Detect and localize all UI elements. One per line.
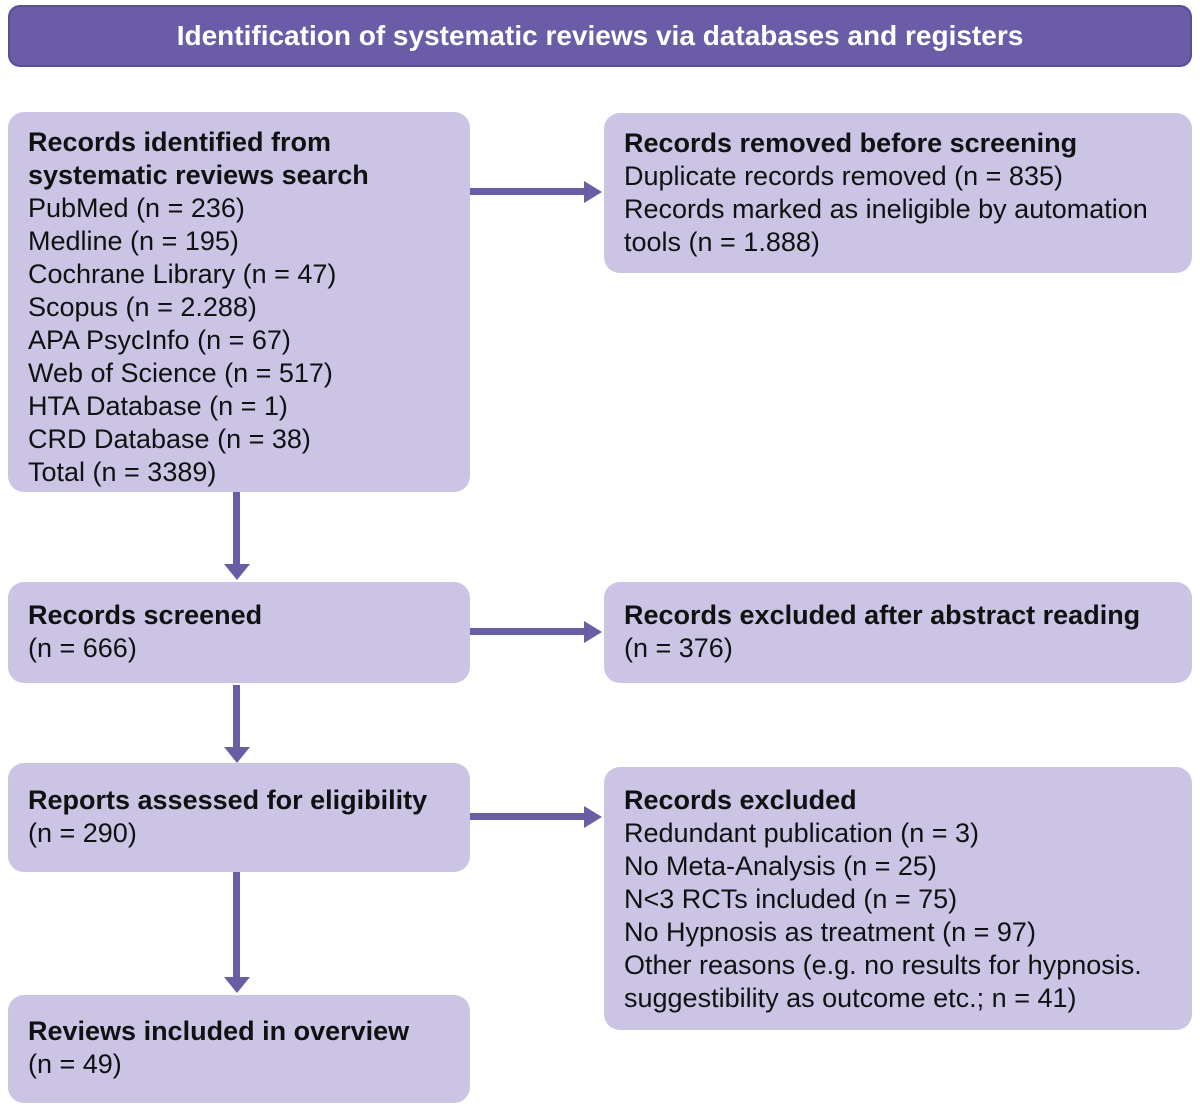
box-heading: Records excluded bbox=[624, 785, 857, 815]
box-line: Total (n = 3389) bbox=[28, 457, 217, 487]
box-reviews-included: Reviews included in overview (n = 49) bbox=[8, 995, 470, 1103]
box-records-excluded-reports: Records excluded Redundant publication (… bbox=[604, 767, 1192, 1030]
arrow-screened-to-assessed-line bbox=[233, 685, 240, 747]
arrow-right-icon bbox=[584, 621, 602, 643]
box-lines: PubMed (n = 236)Medline (n = 195)Cochran… bbox=[28, 192, 450, 489]
box-line: No Hypnosis as treatment (n = 97) bbox=[624, 917, 1036, 947]
box-heading: Records removed before screening bbox=[624, 128, 1078, 158]
box-line: No Meta-Analysis (n = 25) bbox=[624, 851, 937, 881]
arrow-down-icon bbox=[224, 977, 250, 993]
box-line: (n = 376) bbox=[624, 633, 733, 663]
box-heading: Records excluded after abstract reading bbox=[624, 600, 1141, 630]
box-lines: (n = 290) bbox=[28, 817, 450, 850]
box-lines: (n = 49) bbox=[28, 1048, 450, 1081]
box-line: Duplicate records removed (n = 835) bbox=[624, 161, 1063, 191]
box-line: Records marked as ineligible by automati… bbox=[624, 194, 1148, 257]
box-line: (n = 666) bbox=[28, 633, 137, 663]
box-line: APA PsycInfo (n = 67) bbox=[28, 325, 291, 355]
box-line: (n = 290) bbox=[28, 818, 137, 848]
arrow-screened-to-excluded-line bbox=[470, 628, 584, 635]
arrow-assessed-to-excluded-line bbox=[470, 813, 584, 820]
box-line: Medline (n = 195) bbox=[28, 226, 239, 256]
box-lines: (n = 376) bbox=[624, 632, 1172, 665]
box-line: CRD Database (n = 38) bbox=[28, 424, 311, 454]
arrow-right-icon bbox=[584, 806, 602, 828]
banner-title: Identification of systematic reviews via… bbox=[8, 5, 1192, 67]
arrow-down-icon bbox=[224, 564, 250, 580]
box-line: Redundant publication (n = 3) bbox=[624, 818, 979, 848]
box-line: Other reasons (e.g. no results for hypno… bbox=[624, 950, 1142, 1013]
box-lines: Redundant publication (n = 3)No Meta-Ana… bbox=[624, 817, 1172, 1015]
arrow-down-icon bbox=[224, 747, 250, 763]
arrow-identified-to-screened-line bbox=[233, 492, 240, 564]
box-line: Cochrane Library (n = 47) bbox=[28, 259, 337, 289]
box-line: Web of Science (n = 517) bbox=[28, 358, 333, 388]
box-records-excluded-abstract: Records excluded after abstract reading … bbox=[604, 582, 1192, 683]
box-line: N<3 RCTs included (n = 75) bbox=[624, 884, 958, 914]
box-heading: Reviews included in overview bbox=[28, 1016, 410, 1046]
box-reports-assessed: Reports assessed for eligibility (n = 29… bbox=[8, 763, 470, 872]
box-records-screened: Records screened (n = 666) bbox=[8, 582, 470, 683]
box-heading: Reports assessed for eligibility bbox=[28, 785, 428, 815]
box-heading: Records screened bbox=[28, 600, 263, 630]
arrow-assessed-to-included-line bbox=[233, 872, 240, 977]
box-lines: Duplicate records removed (n = 835)Recor… bbox=[624, 160, 1172, 259]
box-line: PubMed (n = 236) bbox=[28, 193, 245, 223]
box-line: HTA Database (n = 1) bbox=[28, 391, 288, 421]
box-line: Scopus (n = 2.288) bbox=[28, 292, 257, 322]
box-line: (n = 49) bbox=[28, 1049, 122, 1079]
box-lines: (n = 666) bbox=[28, 632, 450, 665]
box-records-identified: Records identified from systematic revie… bbox=[8, 112, 470, 492]
box-heading: Records identified from systematic revie… bbox=[28, 127, 369, 190]
arrow-right-icon bbox=[584, 181, 602, 203]
box-records-removed: Records removed before screening Duplica… bbox=[604, 113, 1192, 273]
arrow-identified-to-removed-line bbox=[470, 188, 584, 195]
